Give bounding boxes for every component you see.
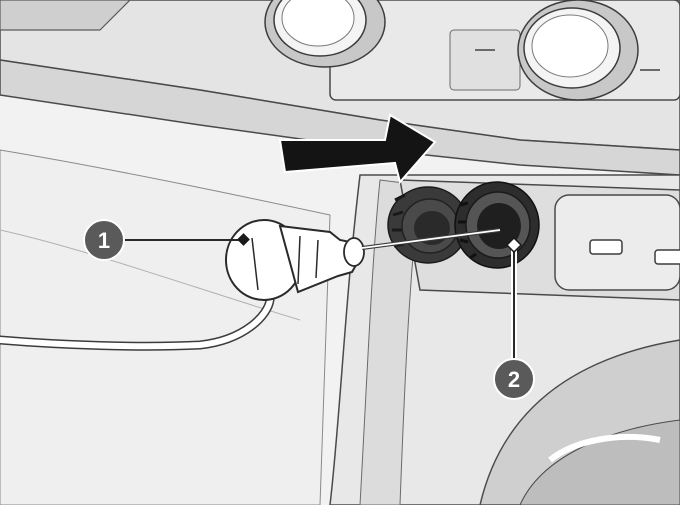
vent-recess xyxy=(0,0,131,31)
usb-port-1 xyxy=(589,239,623,255)
cupholder-rim xyxy=(548,433,661,463)
climate-button xyxy=(449,29,521,91)
callout-2-label: 2 xyxy=(508,367,520,392)
floor-contour xyxy=(0,229,301,321)
dashboard-trim xyxy=(0,59,680,176)
console-edge xyxy=(359,179,421,505)
usb-port-2 xyxy=(654,249,680,265)
left-knob xyxy=(264,0,386,68)
callout-2: 2 xyxy=(493,358,535,400)
cord xyxy=(0,297,273,350)
callout-1-label: 1 xyxy=(98,228,110,253)
insert-arrow xyxy=(278,113,437,185)
callout-1-marker xyxy=(237,233,250,246)
callout-1: 1 xyxy=(83,219,125,261)
power-socket xyxy=(454,181,540,269)
callout-2-marker xyxy=(505,236,523,254)
right-knob xyxy=(517,0,639,101)
